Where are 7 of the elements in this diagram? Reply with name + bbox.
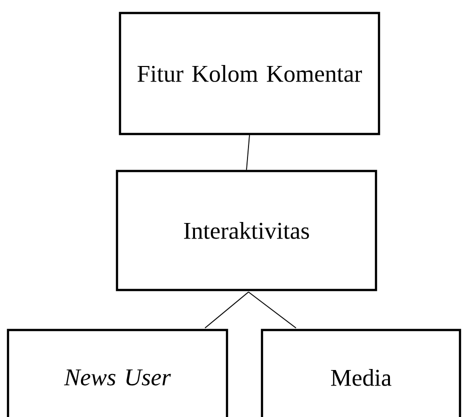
connector-line [204, 292, 249, 328]
box: Fitur Kolom Komentar [118, 12, 380, 136]
box: Interaktivitas [116, 170, 378, 292]
box: News User [6, 328, 228, 417]
connector-line [246, 134, 250, 170]
connector-line [248, 292, 296, 328]
box: Media [260, 328, 462, 417]
